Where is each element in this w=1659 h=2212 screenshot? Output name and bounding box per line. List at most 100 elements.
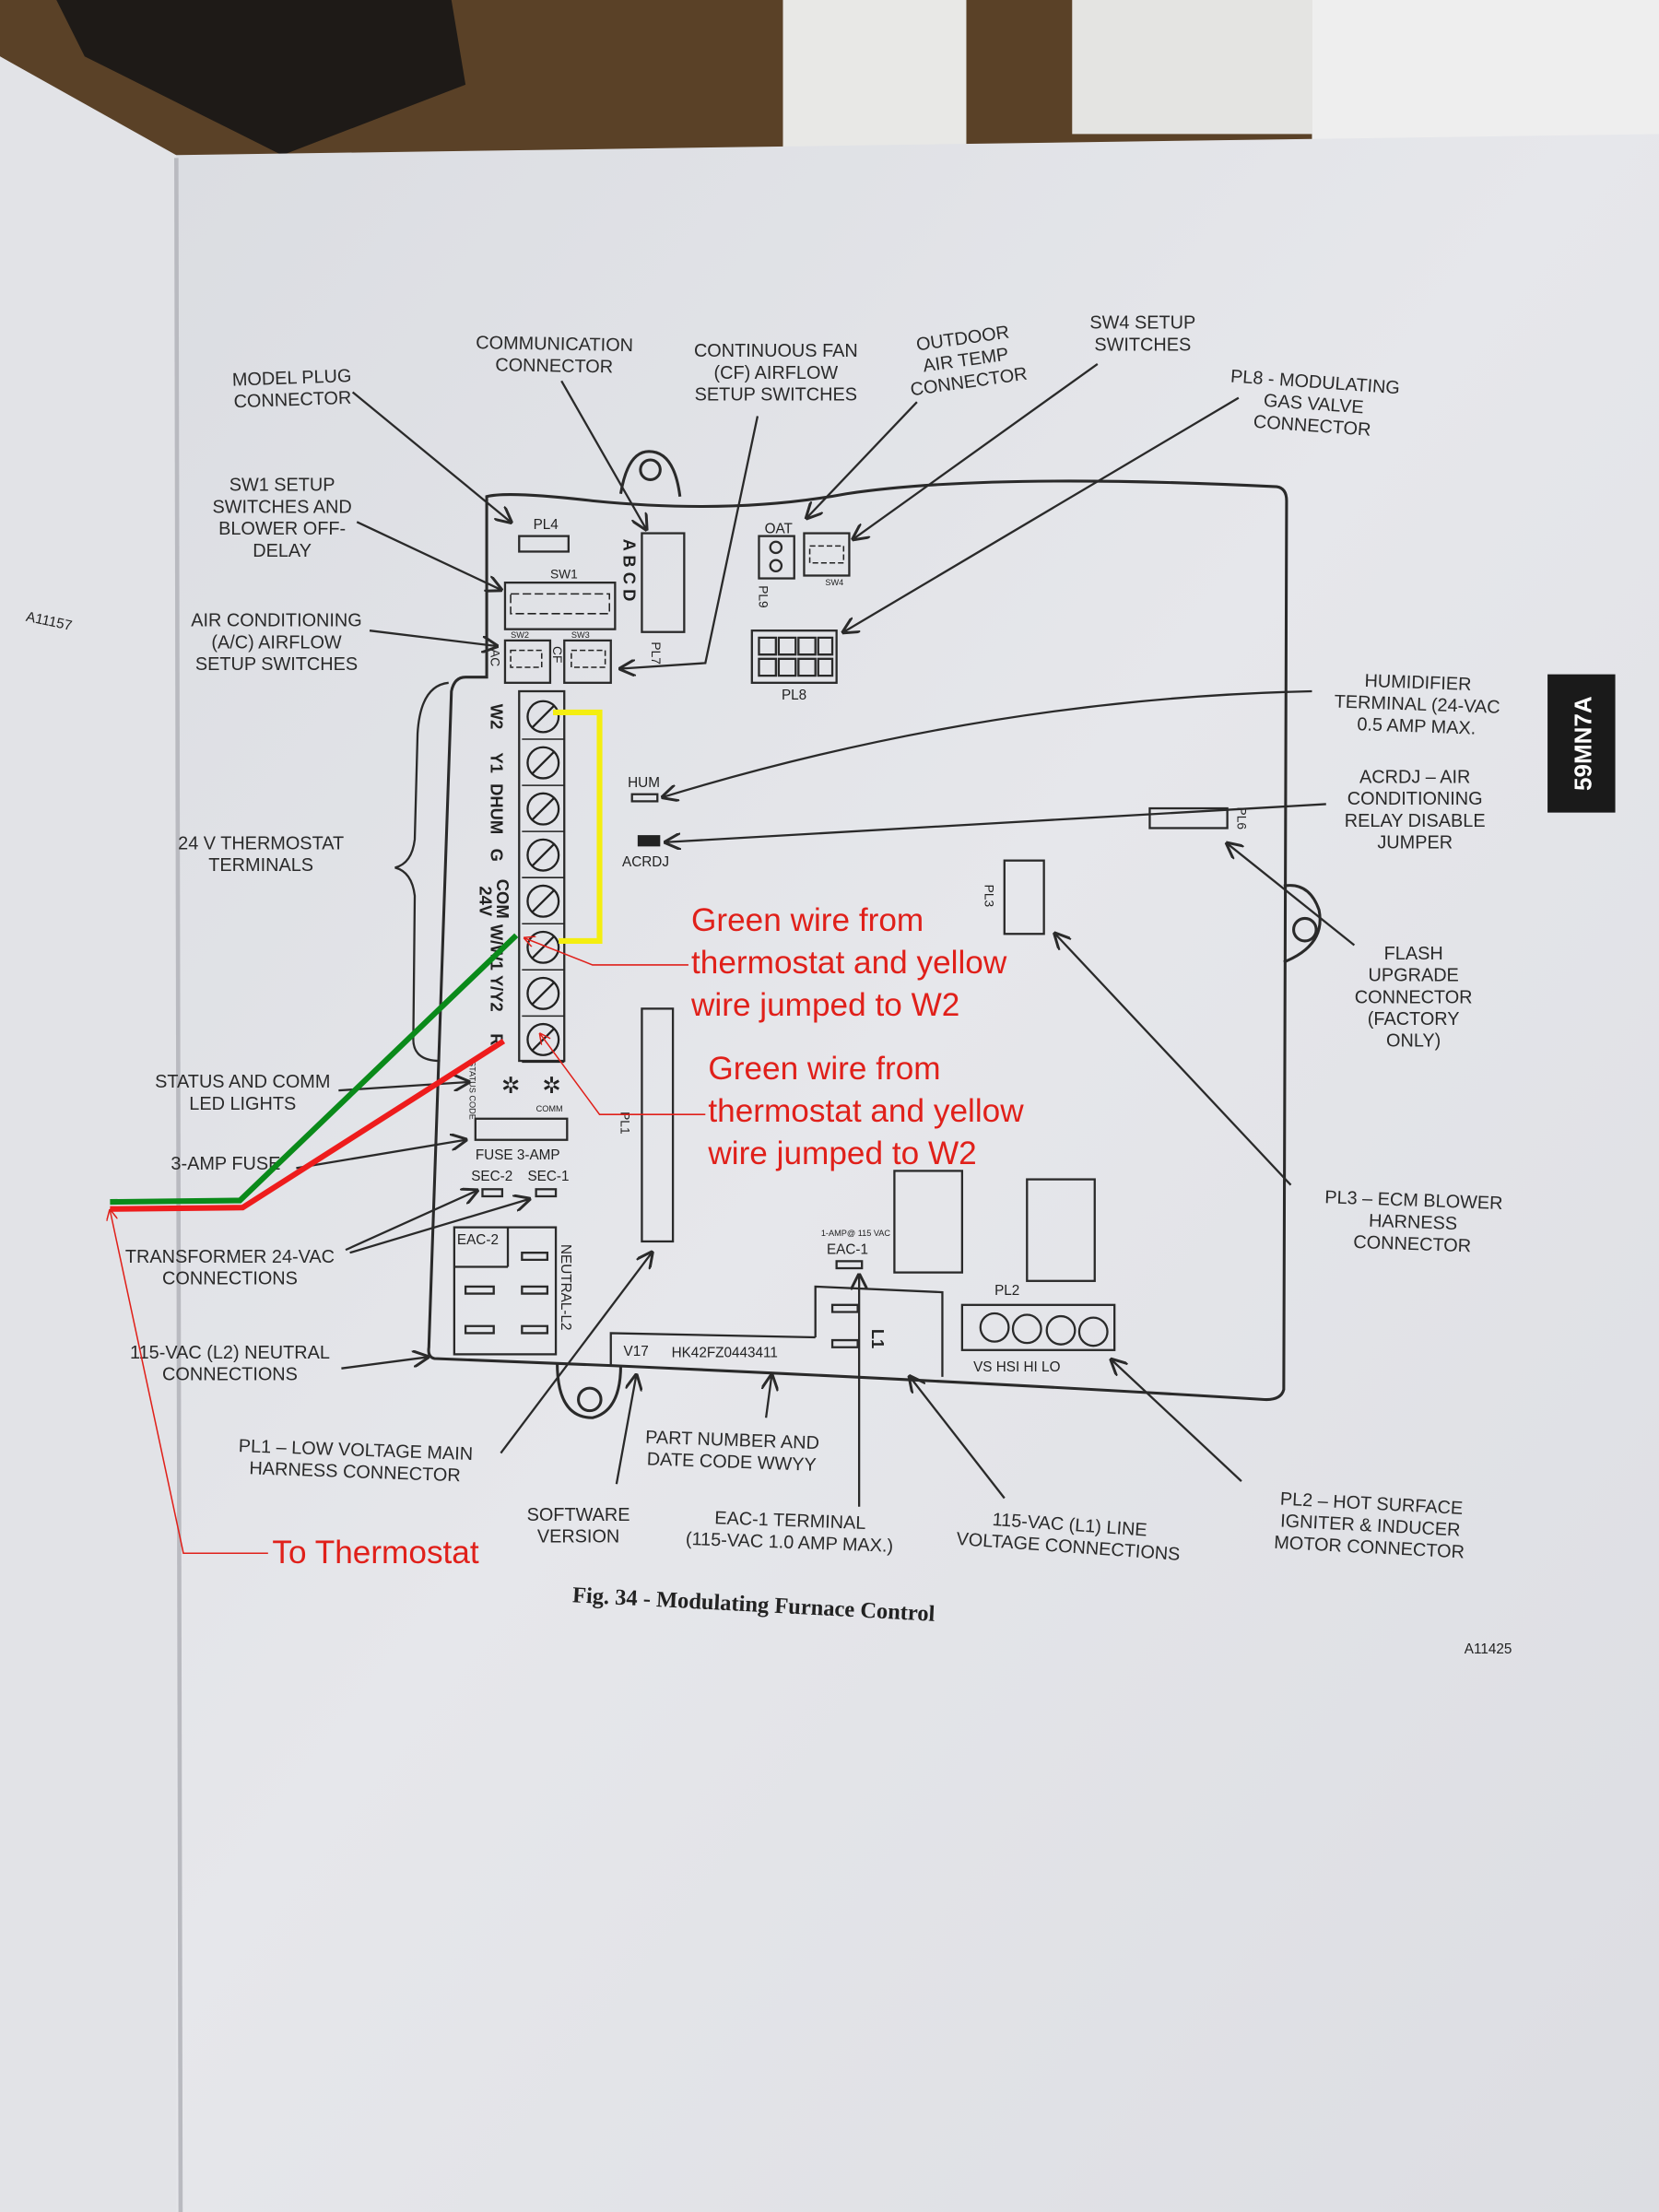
terminal-label: W2 <box>488 704 507 730</box>
pl2-connector: PL2 VS HSI HI LO <box>960 1283 1116 1375</box>
annotation-arrow <box>524 938 688 966</box>
hum-label: HUM <box>628 775 660 791</box>
status-comm-leds: STATUS CODE ✲ ✲ COMM <box>468 1061 563 1120</box>
neutral-terminals: EAC-2 NEUTRAL-L2 <box>453 1226 573 1356</box>
pvc-pipe <box>782 0 967 156</box>
terminal-label: Y1 <box>488 752 507 772</box>
svg-text:SW2: SW2 <box>511 630 529 640</box>
annotation-arrow <box>110 1210 268 1554</box>
pl6-flash-connector: PL6 <box>1148 807 1248 830</box>
status-led-icon: ✲ <box>501 1074 521 1099</box>
svg-text:PL6: PL6 <box>1234 807 1248 830</box>
hum-terminal <box>630 793 659 803</box>
acrdj-label: ACRDJ <box>622 854 669 870</box>
sec1-label: SEC-1 <box>527 1169 569 1184</box>
svg-text:PL7: PL7 <box>649 641 663 664</box>
svg-text:VS HSI HI LO: VS HSI HI LO <box>973 1359 1060 1375</box>
svg-text:PL8: PL8 <box>782 688 806 703</box>
sec2-terminal <box>481 1188 504 1198</box>
page <box>0 56 1659 2212</box>
callout-fuse: 3-AMP FUSE <box>171 1154 280 1174</box>
svg-text:L1: L1 <box>868 1329 888 1348</box>
callout-communication: COMMUNICATIONCONNECTOR <box>476 333 634 378</box>
svg-text:HK42FZ0443411: HK42FZ0443411 <box>672 1345 778 1360</box>
svg-text:SW4: SW4 <box>825 578 843 587</box>
pl7-communication-connector: A B C D PL7 <box>620 532 686 665</box>
green-thermostat-wire <box>110 933 519 1206</box>
svg-text:STATUS CODE: STATUS CODE <box>468 1061 477 1120</box>
pl8-gas-valve-connector: PL8 <box>750 629 838 703</box>
pl4-connector: PL4 <box>518 517 570 553</box>
screw-terminal[interactable]: W2 <box>488 700 565 740</box>
callout-humidifier: HUMIDIFIERTERMINAL (24-VAC0.5 AMP MAX. <box>1333 670 1500 740</box>
wire-annotations <box>110 709 706 1554</box>
yellow-jumper-wire <box>553 709 603 944</box>
screw-terminal[interactable]: G <box>488 838 565 878</box>
svg-text:PL2: PL2 <box>994 1283 1019 1299</box>
svg-text:1-AMP@ 115 VAC: 1-AMP@ 115 VAC <box>821 1229 891 1238</box>
svg-text:PL1: PL1 <box>618 1112 631 1135</box>
svg-text:PL9: PL9 <box>756 585 770 607</box>
terminal-label: COM 24V <box>476 879 512 924</box>
leader-lines <box>296 362 1356 1507</box>
svg-text:A B C D: A B C D <box>620 539 640 602</box>
svg-text:PL3: PL3 <box>982 885 995 908</box>
annotation-arrow <box>540 1034 706 1115</box>
metal-bracket <box>56 0 466 156</box>
pl1-connector: PL1 <box>618 1007 675 1243</box>
svg-text:CF: CF <box>550 646 564 663</box>
relay <box>1026 1178 1096 1282</box>
screw-terminal[interactable]: Y/Y2 <box>488 975 565 1018</box>
red-thermostat-wire <box>110 1039 506 1212</box>
screw-terminal[interactable]: COM 24V <box>476 879 565 925</box>
callout-pl2: PL2 – HOT SURFACEIGNITER & INDUCERMOTOR … <box>1274 1488 1467 1562</box>
oat-pl9-connector: OAT PL9 <box>756 522 795 608</box>
to-thermostat-label: To Thermostat <box>272 1535 478 1571</box>
svg-text:COMM: COMM <box>536 1104 563 1113</box>
sec1-terminal <box>535 1188 558 1198</box>
terminal-label: G <box>488 849 507 862</box>
acrdj-jumper[interactable] <box>637 835 661 847</box>
callout-part: PART NUMBER ANDDATE CODE WWYY <box>644 1428 819 1476</box>
screw-terminal[interactable]: DHUM <box>488 783 565 834</box>
svg-text:SW3: SW3 <box>571 630 590 640</box>
figure-code: A11425 <box>1465 1641 1512 1657</box>
left-page <box>0 56 177 2212</box>
svg-text:OAT: OAT <box>765 522 793 537</box>
comm-led-icon: ✲ <box>542 1074 561 1099</box>
svg-text:PL4: PL4 <box>534 517 559 533</box>
l1-terminals: L1 <box>814 1285 944 1377</box>
thermostat-terminal-block <box>518 689 566 1063</box>
svg-text:SW1: SW1 <box>550 568 578 582</box>
svg-text:EAC-2: EAC-2 <box>457 1232 499 1248</box>
book-gutter <box>174 158 183 2212</box>
screw-terminal[interactable]: Y1 <box>488 746 565 786</box>
sw1-switches[interactable]: SW1 <box>503 568 617 630</box>
callout-pl1: PL1 – LOW VOLTAGE MAINHARNESS CONNECTOR <box>238 1436 474 1487</box>
svg-text:FUSE 3-AMP: FUSE 3-AMP <box>476 1147 560 1163</box>
callout-eac1: EAC-1 TERMINAL(115-VAC 1.0 AMP MAX.) <box>686 1507 895 1557</box>
callout-model-plug: MODEL PLUGCONNECTOR <box>231 366 352 412</box>
svg-text:AC: AC <box>488 649 502 666</box>
pvc-pipe <box>1072 0 1312 135</box>
pl3-ecm-connector: PL3 <box>982 859 1045 935</box>
control-board <box>427 450 1322 1419</box>
section-tab-label: 59MN7A <box>1570 696 1597 791</box>
